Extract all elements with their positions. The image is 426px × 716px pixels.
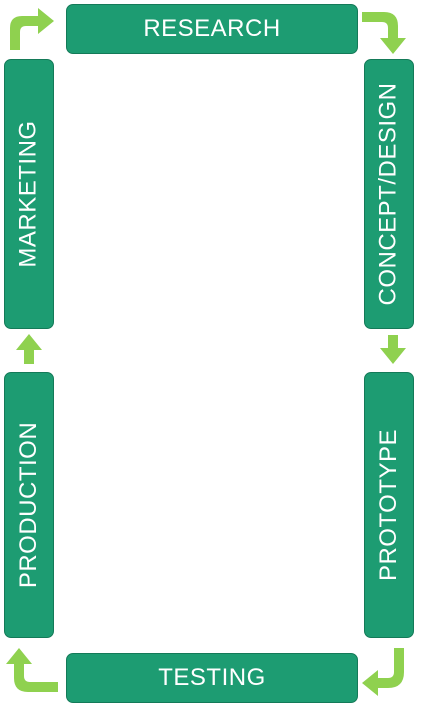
step-testing-label: TESTING [158, 664, 266, 691]
arrow-marketing-to-research [10, 8, 54, 50]
step-marketing: MARKETING [4, 59, 54, 329]
step-concept-design: CONCEPT/DESIGN [364, 59, 414, 329]
step-research-label: RESEARCH [143, 15, 281, 42]
arrow-prototype-to-testing [362, 648, 404, 696]
step-marketing-label: MARKETING [15, 120, 42, 268]
step-production: PRODUCTION [4, 372, 54, 638]
arrow-concept-to-prototype [380, 335, 406, 364]
arrow-testing-to-production [6, 648, 58, 692]
step-prototype: PROTOTYPE [364, 372, 414, 638]
step-prototype-label: PROTOTYPE [375, 428, 402, 582]
step-testing: TESTING [66, 653, 358, 703]
step-production-label: PRODUCTION [15, 421, 42, 589]
step-research: RESEARCH [66, 4, 358, 54]
arrow-production-to-marketing [16, 334, 42, 364]
step-concept-design-label: CONCEPT/DESIGN [375, 82, 402, 306]
arrow-research-to-concept [362, 12, 406, 54]
